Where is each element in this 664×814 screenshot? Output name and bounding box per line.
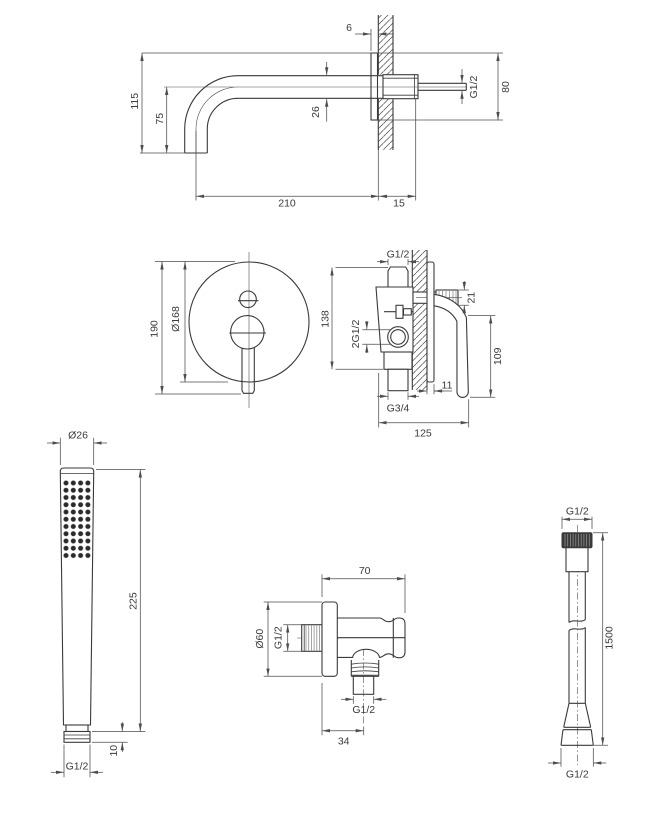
hose-bottom-fitting [560, 702, 594, 746]
dim-handshower-length: 225 [128, 592, 140, 610]
mixer-side-drawing: G1/2 138 21 2G1/2 G3/4 11 125 109 [320, 249, 505, 440]
dim-mixer-total-height: 190 [149, 320, 161, 338]
dim-spout-wall-clearance: 6 [346, 22, 352, 34]
dim-handshower-connector-height: 10 [108, 745, 120, 757]
dim-mixer-connections: 2G1/2 [350, 320, 362, 349]
hose-top-ferrule [565, 547, 589, 573]
outlet-holder-arm [337, 617, 406, 659]
mixer-front-dimensions: 190 Ø168 [149, 261, 241, 395]
dim-mixer-plate-diameter: Ø168 [170, 306, 182, 332]
mixer-top-inlet-stub [387, 266, 409, 288]
mixer-diverter-button [239, 290, 257, 309]
dim-mixer-plate-offset: 11 [442, 379, 453, 391]
handshower-neck [65, 724, 89, 733]
dim-outlet-outlet-thread: G1/2 [352, 704, 375, 716]
mixer-lever [241, 347, 255, 394]
handshower-spray-face [62, 479, 92, 560]
hose-dimensions: G1/2 1500 G1/2 [548, 505, 616, 781]
hose-tube [568, 571, 586, 704]
dim-hose-bottom-thread: G1/2 [566, 769, 589, 781]
mixer-side-dimensions: G1/2 138 21 2G1/2 G3/4 11 125 109 [320, 249, 505, 440]
handshower-connector-nut [63, 730, 91, 743]
handshower-body [59, 467, 95, 726]
spout-drawing: 6 115 75 26 210 15 G1/2 80 [129, 15, 512, 210]
spout-dimensions: 6 115 75 26 210 15 G1/2 80 [129, 22, 512, 210]
mixer-wall-hatch [411, 250, 428, 390]
mixer-lower-port-inner [390, 329, 406, 345]
spout-outline [164, 52, 467, 154]
dim-outlet-inlet-thread: G1/2 [273, 626, 285, 649]
handshower-dimensions: Ø26 225 10 G1/2 [47, 430, 146, 778]
dim-spout-wall-inset: 15 [393, 198, 405, 210]
wall-outlet-drawing: 70 Ø60 G1/2 G1/2 34 [254, 565, 406, 747]
dim-outlet-plate-diameter: Ø60 [254, 629, 266, 649]
dim-handshower-thread: G1/2 [66, 761, 89, 773]
dim-mixer-inlet-thread: G1/2 [387, 249, 410, 261]
dim-outlet-offset: 34 [338, 735, 350, 747]
dim-mixer-handle-length: 109 [492, 347, 504, 365]
dim-spout-length: 210 [278, 198, 296, 210]
mixer-body [375, 261, 469, 398]
outlet-wall-plate [321, 601, 338, 677]
dim-spout-tube-diameter: 26 [310, 106, 322, 118]
spout-flange [370, 52, 379, 121]
mixer-wall-plate [426, 261, 435, 383]
dim-mixer-bottom-thread: G3/4 [387, 403, 410, 415]
dim-spout-flange-height: 80 [500, 81, 512, 93]
dim-hose-length: 1500 [604, 626, 616, 650]
dim-spout-total-height: 115 [129, 93, 141, 110]
dim-mixer-depth: 125 [414, 428, 432, 440]
outlet-inlet-thread [301, 624, 323, 652]
dim-handshower-head-diameter: Ø26 [68, 430, 88, 442]
handshower-drawing: Ø26 225 10 G1/2 [47, 430, 146, 778]
hose-break-symbol [568, 619, 586, 631]
mixer-front-drawing: 190 Ø168 [149, 252, 310, 408]
dim-spout-axis-height: 75 [154, 113, 166, 125]
mixer-handle-base [230, 315, 265, 350]
hose-top-nut [561, 532, 593, 549]
wall-hatch [377, 15, 394, 150]
hose-drawing: G1/2 1500 G1/2 [548, 505, 616, 781]
mixer-bottom-stub [387, 368, 409, 392]
dim-spout-thread: G1/2 [468, 75, 480, 98]
mixer-side-lever [433, 293, 469, 398]
outlet-dimensions: 70 Ø60 G1/2 G1/2 34 [254, 565, 406, 747]
mixer-stem-nut [402, 308, 412, 316]
mixer-cartridge-stem [395, 304, 404, 319]
outlet-nut [350, 660, 380, 677]
outlet-body [297, 601, 406, 727]
dim-hose-top-thread: G1/2 [566, 505, 589, 517]
dim-mixer-height: 138 [320, 310, 332, 328]
dim-mixer-outlet-stub: 21 [466, 292, 478, 304]
dim-outlet-width: 70 [359, 565, 371, 577]
mixer-lower-body [383, 351, 413, 370]
